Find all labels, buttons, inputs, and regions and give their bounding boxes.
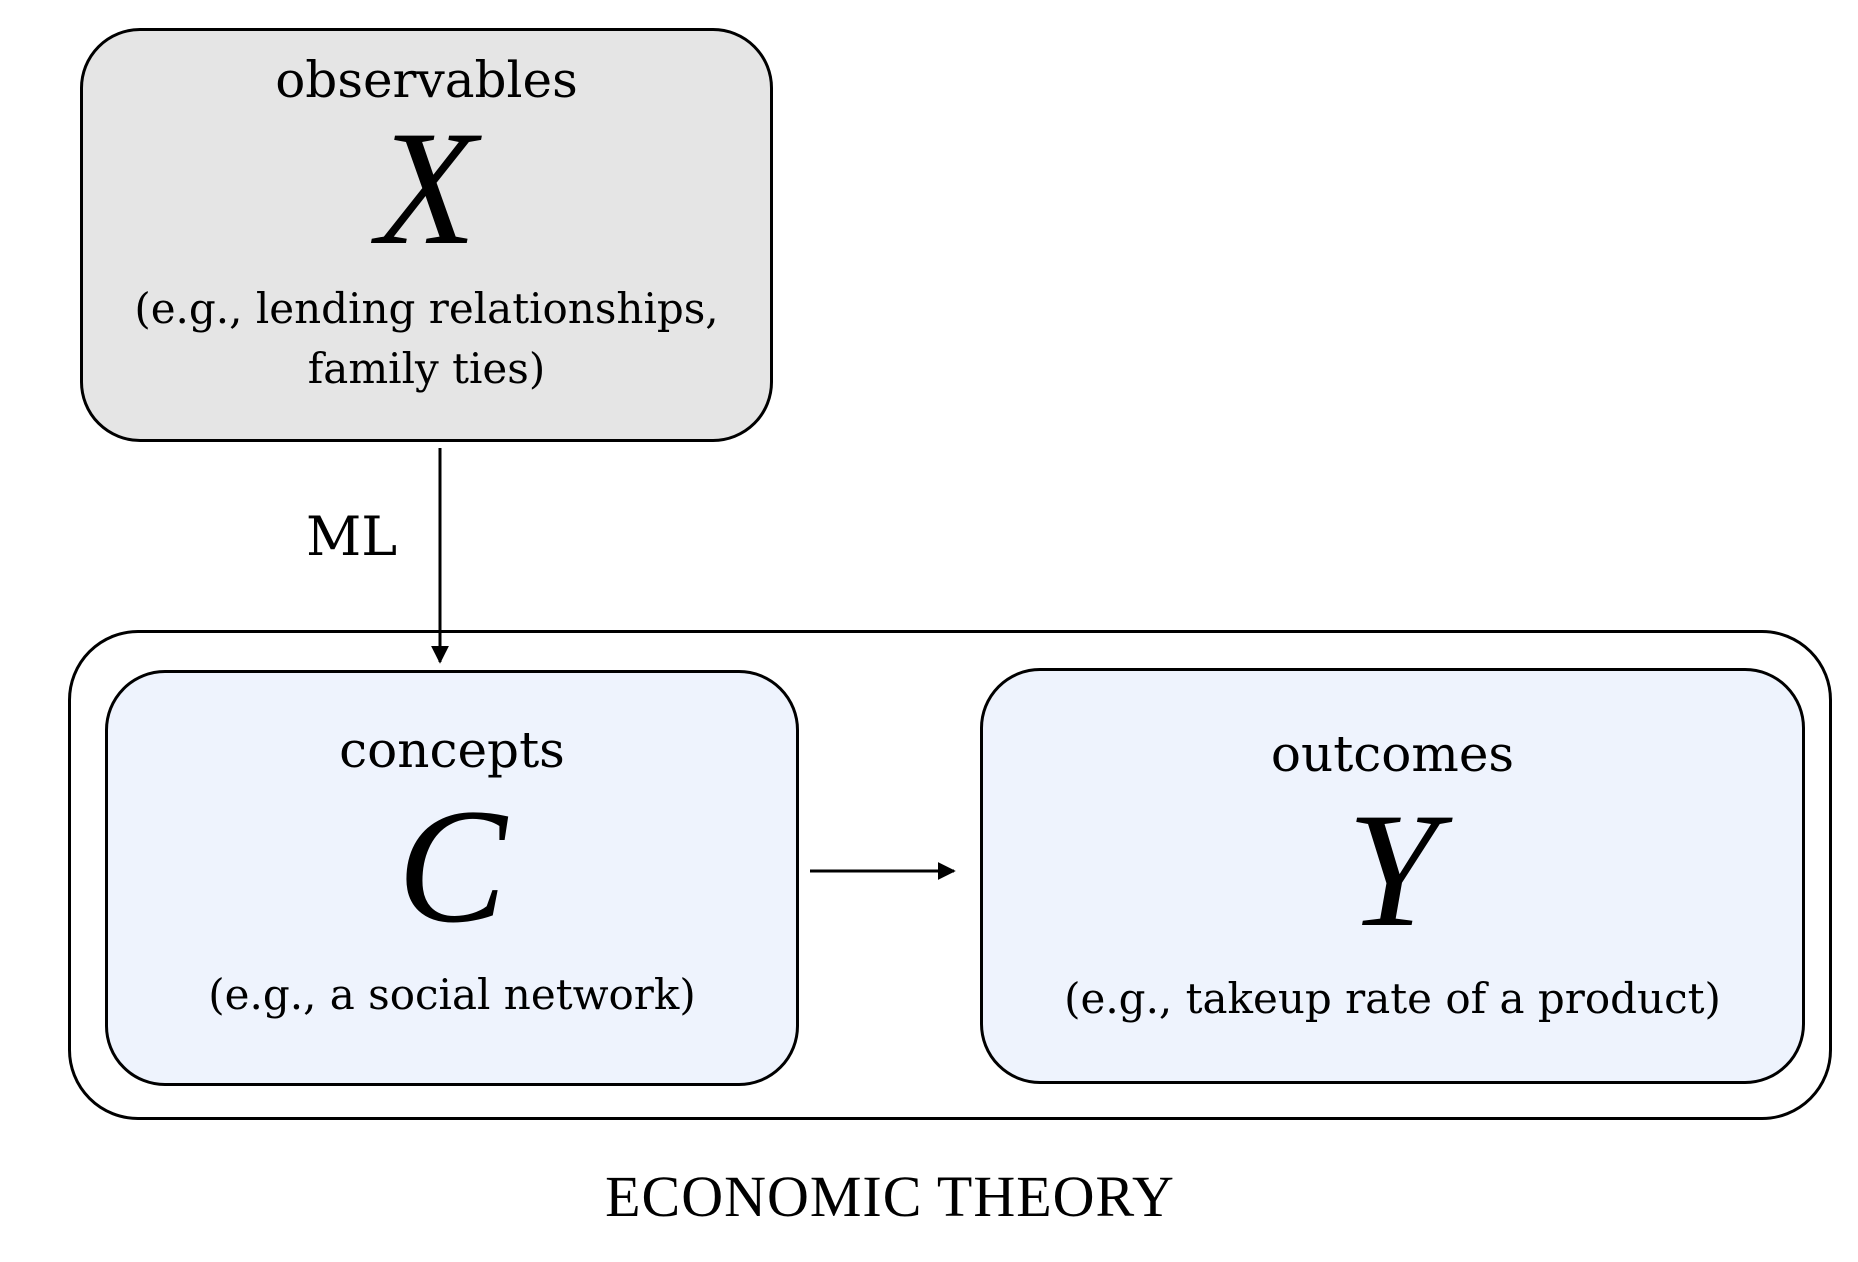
- economic-theory-frame: [68, 630, 1832, 1120]
- observables-symbol: X: [376, 98, 477, 279]
- concepts-label: concepts: [339, 721, 565, 779]
- outcomes-symbol: Y: [1346, 780, 1439, 961]
- observables-example-line1: (e.g., lending relationships,: [134, 284, 719, 333]
- outcomes-example: (e.g., takeup rate of a product): [1064, 974, 1721, 1023]
- economic-theory-caption: ECONOMIC THEORY: [605, 1164, 1175, 1229]
- concepts-node: concepts C (e.g., a social network): [105, 670, 799, 1086]
- outcomes-label: outcomes: [1270, 725, 1515, 783]
- concepts-symbol: C: [397, 776, 507, 957]
- observables-example-line2: family ties): [307, 344, 546, 393]
- concepts-example: (e.g., a social network): [208, 970, 696, 1019]
- observables-node: observables X (e.g., lending relationshi…: [80, 28, 773, 442]
- observables-label: observables: [275, 51, 578, 109]
- outcomes-node: outcomes Y (e.g., takeup rate of a produ…: [980, 668, 1805, 1084]
- ml-edge-label: ML: [306, 505, 398, 568]
- observables-example: (e.g., lending relationships, family tie…: [134, 279, 718, 399]
